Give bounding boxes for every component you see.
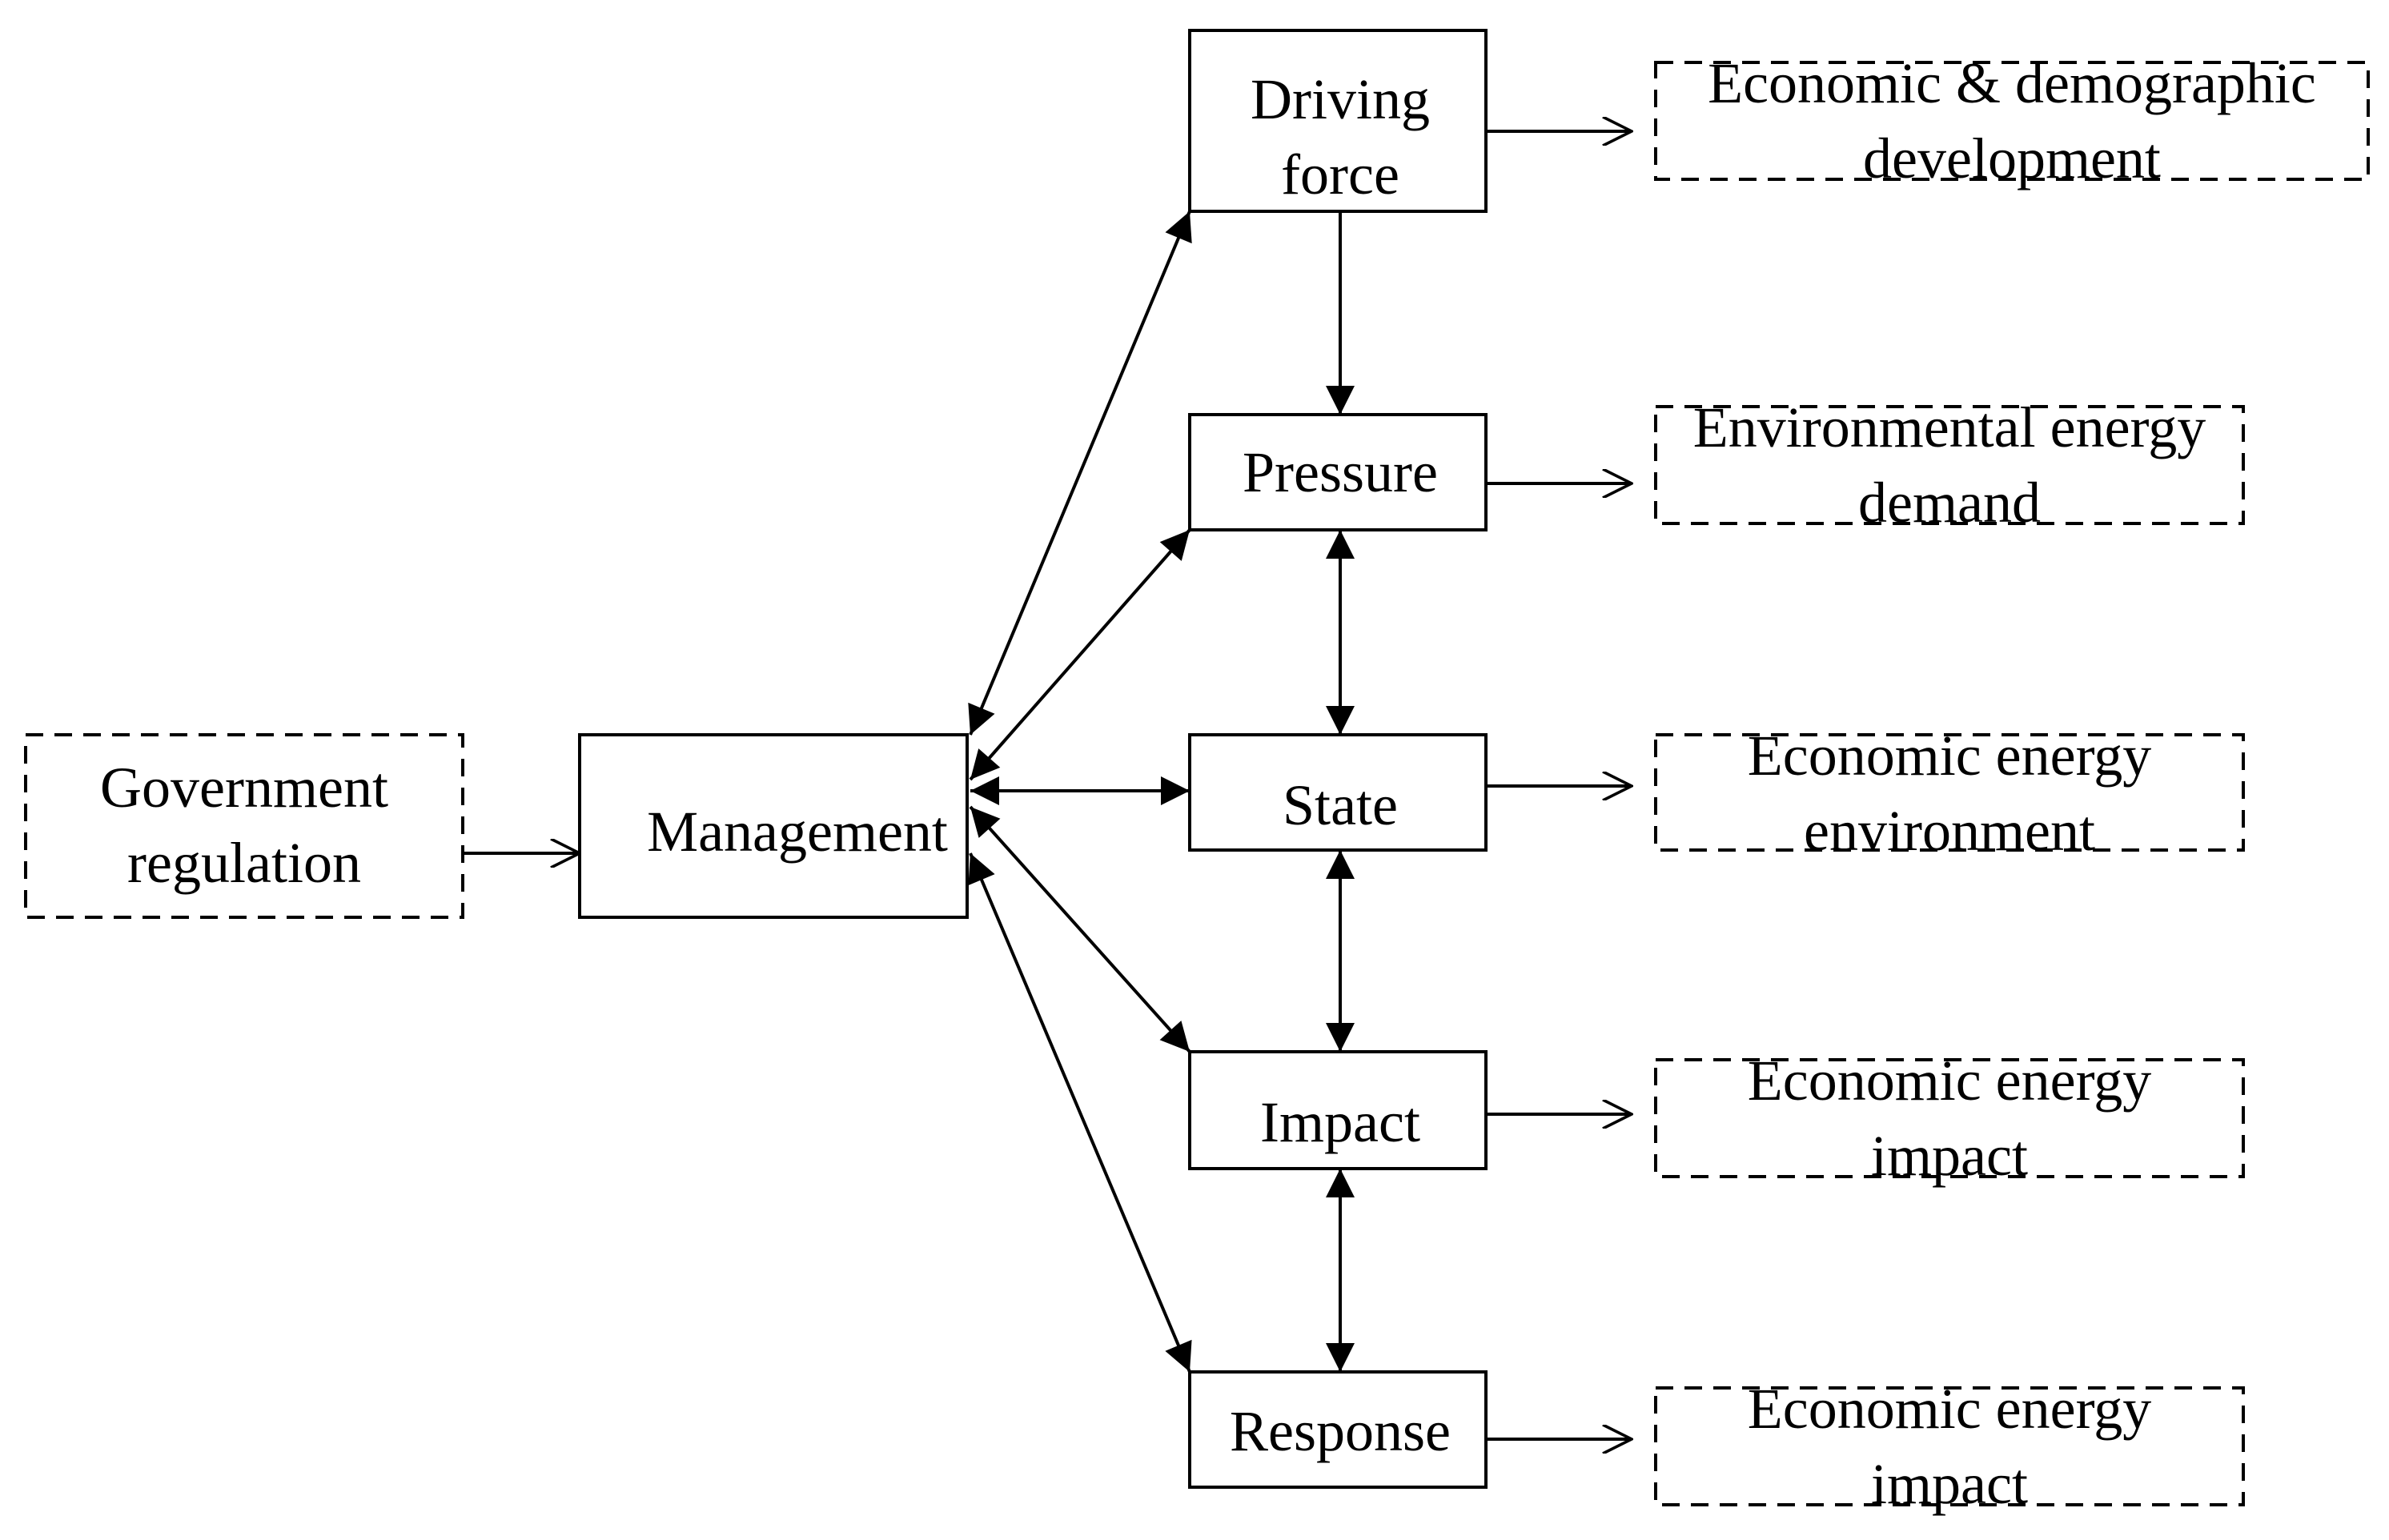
state-node: State	[1188, 733, 1488, 852]
management-pressure-arrow	[969, 528, 1191, 781]
driving-force-node: Driving force	[1188, 29, 1488, 213]
state-label: State	[1283, 773, 1398, 837]
response-label: Response	[1230, 1399, 1451, 1463]
pressure-label: Pressure	[1243, 440, 1438, 504]
outcome-5-label-line2: impact	[1871, 1452, 2028, 1516]
outcome-3-label-line2: environment	[1804, 799, 2095, 863]
outcome-3-label-line1: Economic energy	[1748, 724, 2152, 788]
outcome-5-label-line1: Economic energy	[1748, 1377, 2152, 1441]
outcome-4-label-line1: Economic energy	[1748, 1049, 2152, 1113]
response-node: Response	[1188, 1370, 1488, 1489]
outcome-2-label-line1: Environmental energy	[1693, 395, 2206, 459]
impact-label: Impact	[1260, 1090, 1420, 1154]
outcome-economic-energy-environment-node: Economic energy environment	[1654, 724, 2245, 863]
government-regulation-label-line2: regulation	[127, 831, 361, 895]
management-label: Management	[647, 800, 948, 864]
outcome-2-label-line2: demand	[1858, 471, 2041, 535]
government-regulation-node: Government regulation	[24, 733, 464, 919]
outcome-4-label-line2: impact	[1871, 1124, 2028, 1188]
government-regulation-label-line1: Government	[100, 756, 388, 820]
driving-force-label-line2: force	[1281, 142, 1399, 207]
outcome-economic-energy-impact-node: Economic energy impact	[1654, 1049, 2245, 1188]
outcome-economic-demographic-node: Economic & demographic development	[1654, 51, 2370, 190]
outcome-environmental-energy-node: Environmental energy demand	[1654, 395, 2245, 535]
outcome-economic-energy-impact-2-node: Economic energy impact	[1654, 1377, 2245, 1516]
outcome-1-label-line2: development	[1863, 126, 2161, 190]
outcome-1-label-line1: Economic & demographic	[1708, 51, 2316, 115]
pressure-node: Pressure	[1188, 413, 1488, 531]
driving-force-label-line1: Driving	[1251, 67, 1430, 131]
management-node: Management	[578, 733, 969, 919]
impact-node: Impact	[1188, 1050, 1488, 1170]
management-response-arrow	[968, 852, 1192, 1373]
